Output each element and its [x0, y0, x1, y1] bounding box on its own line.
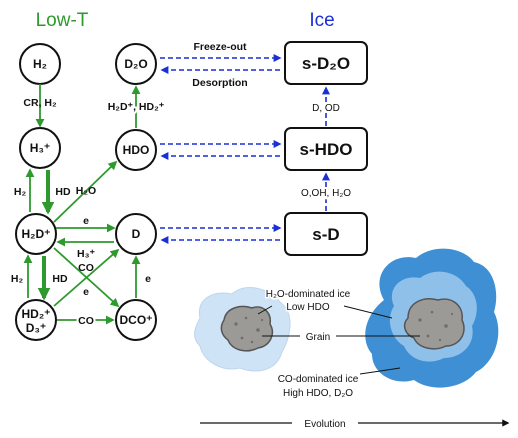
- label-cr-h2: CR, H₂: [23, 97, 57, 109]
- svg-text:s-HDO: s-HDO: [300, 140, 353, 159]
- label-h2dp-hd2p: H₂D⁺, HD₂⁺: [108, 101, 165, 113]
- box-s-hdo: s-HDO: [284, 127, 368, 171]
- label-co-1: CO: [78, 262, 94, 274]
- label-high-hdo: High HDO, D₂O: [283, 388, 353, 399]
- svg-text:H₃⁺: H₃⁺: [30, 141, 51, 155]
- node-h2d-plus: H₂D⁺: [15, 213, 57, 255]
- label-e-1: e: [83, 215, 89, 227]
- label-freeze-out: Freeze-out: [193, 41, 247, 53]
- svg-text:D₃⁺: D₃⁺: [26, 321, 47, 335]
- label-low-hdo: Low HDO: [286, 302, 330, 313]
- arrow-hd2p-d: [53, 248, 120, 307]
- node-hd2-d3-plus: HD₂⁺ D₃⁺: [15, 299, 57, 341]
- label-d-od: D, OD: [312, 103, 340, 114]
- grain-leader-lines: [257, 305, 420, 375]
- low-t-header: Low-T: [36, 10, 89, 31]
- node-h2: H₂: [19, 43, 61, 85]
- label-h2-a: H₂: [14, 186, 27, 198]
- svg-text:s-D₂O: s-D₂O: [302, 54, 350, 73]
- node-dco-plus: DCO⁺: [115, 299, 157, 341]
- box-s-d: s-D: [284, 212, 368, 256]
- svg-text:HDO: HDO: [123, 143, 150, 157]
- label-e-2: e: [83, 286, 89, 298]
- svg-text:H₂: H₂: [33, 57, 47, 71]
- node-hdo: HDO: [115, 129, 157, 171]
- label-o-oh-h2o: O,OH, H₂O: [301, 188, 351, 199]
- label-e-3: e: [145, 273, 151, 285]
- node-d: D: [115, 213, 157, 255]
- label-grain: Grain: [306, 332, 330, 343]
- svg-text:H₂D⁺: H₂D⁺: [22, 227, 51, 241]
- node-h3-plus: H₃⁺: [19, 127, 61, 169]
- small-ice-grain: [194, 287, 291, 372]
- gas-reaction-arrows: [23, 84, 141, 325]
- label-h3p-rev: H₃⁺: [77, 248, 95, 260]
- label-co-ice: CO-dominated ice: [278, 374, 359, 385]
- node-d2o: D₂O: [115, 43, 157, 85]
- label-desorption: Desorption: [192, 77, 247, 89]
- arrow-h2dp-hdo: [53, 160, 118, 223]
- label-h2-b: H₂: [11, 273, 24, 285]
- label-co-2: CO: [78, 315, 94, 327]
- box-s-d2o: s-D₂O: [284, 41, 368, 85]
- svg-text:Evolution: Evolution: [304, 419, 345, 430]
- label-h2o-ice: H₂O-dominated ice: [266, 289, 351, 300]
- label-hd-b: HD: [52, 273, 68, 285]
- svg-text:D₂O: D₂O: [124, 57, 147, 71]
- large-ice-grain: [365, 248, 499, 388]
- ice-header: Ice: [309, 10, 334, 31]
- svg-text:DCO⁺: DCO⁺: [120, 313, 153, 327]
- evolution-arrow: Evolution: [200, 419, 510, 430]
- svg-text:s-D: s-D: [312, 225, 339, 244]
- label-h2o: H₂O: [76, 185, 96, 197]
- ice-exchange-arrows: [160, 54, 330, 244]
- svg-text:D: D: [132, 227, 141, 241]
- svg-text:HD₂⁺: HD₂⁺: [22, 307, 51, 321]
- label-hd-a: HD: [55, 186, 71, 198]
